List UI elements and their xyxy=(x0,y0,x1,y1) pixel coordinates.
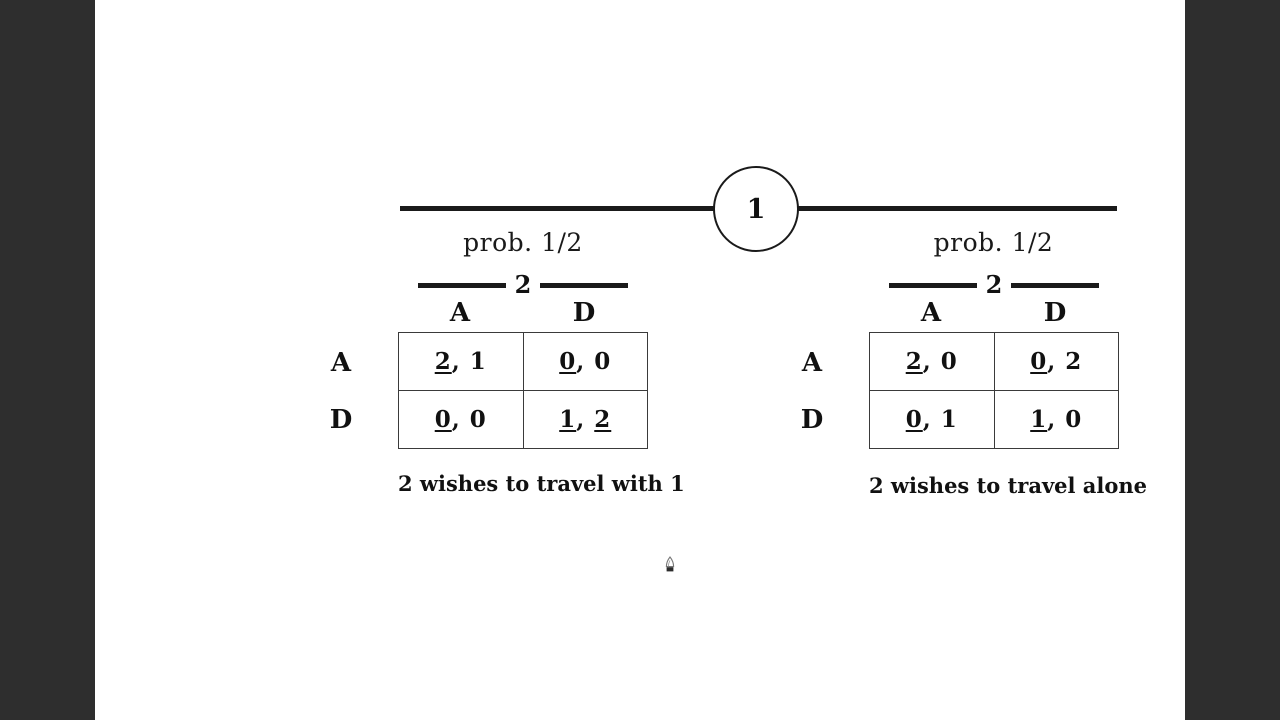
payoff-matrix-left: 2, 1 0, 0 0, 0 1, 2 xyxy=(398,331,648,449)
payoff-value: 0, 2 xyxy=(1030,347,1083,375)
payoff-cell-left-1-0: 0, 0 xyxy=(398,389,524,449)
chance-node-1: 1 xyxy=(713,166,799,252)
payoff-cell-left-1-1: 1, 2 xyxy=(522,389,648,449)
column-header-left-1: D xyxy=(572,298,596,328)
payoff-cell-right-1-1: 1, 0 xyxy=(993,389,1119,449)
branch-subtree-right: prob. 1/2 2 A D A D xyxy=(801,228,1148,498)
player2-label-left: 2 xyxy=(514,270,532,299)
column-header-right-1: D xyxy=(1043,298,1067,328)
column-header-right-0: A xyxy=(920,298,942,328)
slide-canvas: 1 prob. 1/2 2 A D A D xyxy=(95,0,1185,720)
column-headers-left: A D xyxy=(398,299,648,328)
player2-label-right: 2 xyxy=(985,270,1003,299)
payoff-matrix-right: 2, 0 0, 2 0, 1 1, 0 xyxy=(869,331,1119,449)
column-header-left-0: A xyxy=(449,298,471,328)
payoff-cell-left-0-1: 0, 0 xyxy=(522,331,648,391)
player2-header-right: 2 xyxy=(869,273,1119,297)
payoff-value: 0, 1 xyxy=(905,405,958,433)
player2-rule-left-a xyxy=(417,282,506,288)
payoff-cell-right-1-0: 0, 1 xyxy=(869,389,995,449)
probability-label-left: prob. 1/2 xyxy=(463,228,583,257)
row-header-right-1: D xyxy=(800,404,824,435)
table-row: 2, 0 0, 2 xyxy=(869,331,1119,391)
payoff-value: 1, 0 xyxy=(1030,405,1083,433)
payoff-value: 2, 0 xyxy=(905,347,958,375)
player2-rule-left-b xyxy=(540,282,629,288)
payoff-cell-right-0-1: 0, 2 xyxy=(993,331,1119,391)
column-headers-right: A D xyxy=(869,299,1119,328)
matrix-wrap-right: A D 2, 0 0, 2 xyxy=(801,331,1119,449)
table-row: 0, 1 1, 0 xyxy=(869,389,1119,449)
payoff-value: 2, 1 xyxy=(434,347,487,375)
payoff-cell-right-0-0: 2, 0 xyxy=(869,331,995,391)
branch-line-right xyxy=(793,206,1117,211)
branch-line-left xyxy=(400,206,720,211)
payoff-cell-left-0-0: 2, 1 xyxy=(398,331,524,391)
branch-subtree-left: prob. 1/2 2 A D A D xyxy=(330,228,685,496)
row-header-left-0: A xyxy=(330,347,352,378)
chance-node-label: 1 xyxy=(746,193,766,225)
payoff-value: 0, 0 xyxy=(559,347,612,375)
row-header-left-1: D xyxy=(329,404,353,435)
payoff-value: 0, 0 xyxy=(434,405,487,433)
pen-cursor-icon xyxy=(665,556,675,572)
caption-left: 2 wishes to travel with 1 xyxy=(398,470,685,496)
table-row: 2, 1 0, 0 xyxy=(398,331,648,391)
player2-header-left: 2 xyxy=(398,273,648,297)
player2-rule-right-a xyxy=(888,282,977,288)
row-header-right-0: A xyxy=(801,347,823,378)
table-row: 0, 0 1, 2 xyxy=(398,389,648,449)
player2-rule-right-b xyxy=(1011,282,1100,288)
matrix-wrap-left: A D 2, 1 0, 0 xyxy=(330,331,648,449)
caption-right: 2 wishes to travel alone xyxy=(869,472,1148,498)
payoff-value: 1, 2 xyxy=(559,405,612,433)
probability-label-right: prob. 1/2 xyxy=(933,228,1054,257)
